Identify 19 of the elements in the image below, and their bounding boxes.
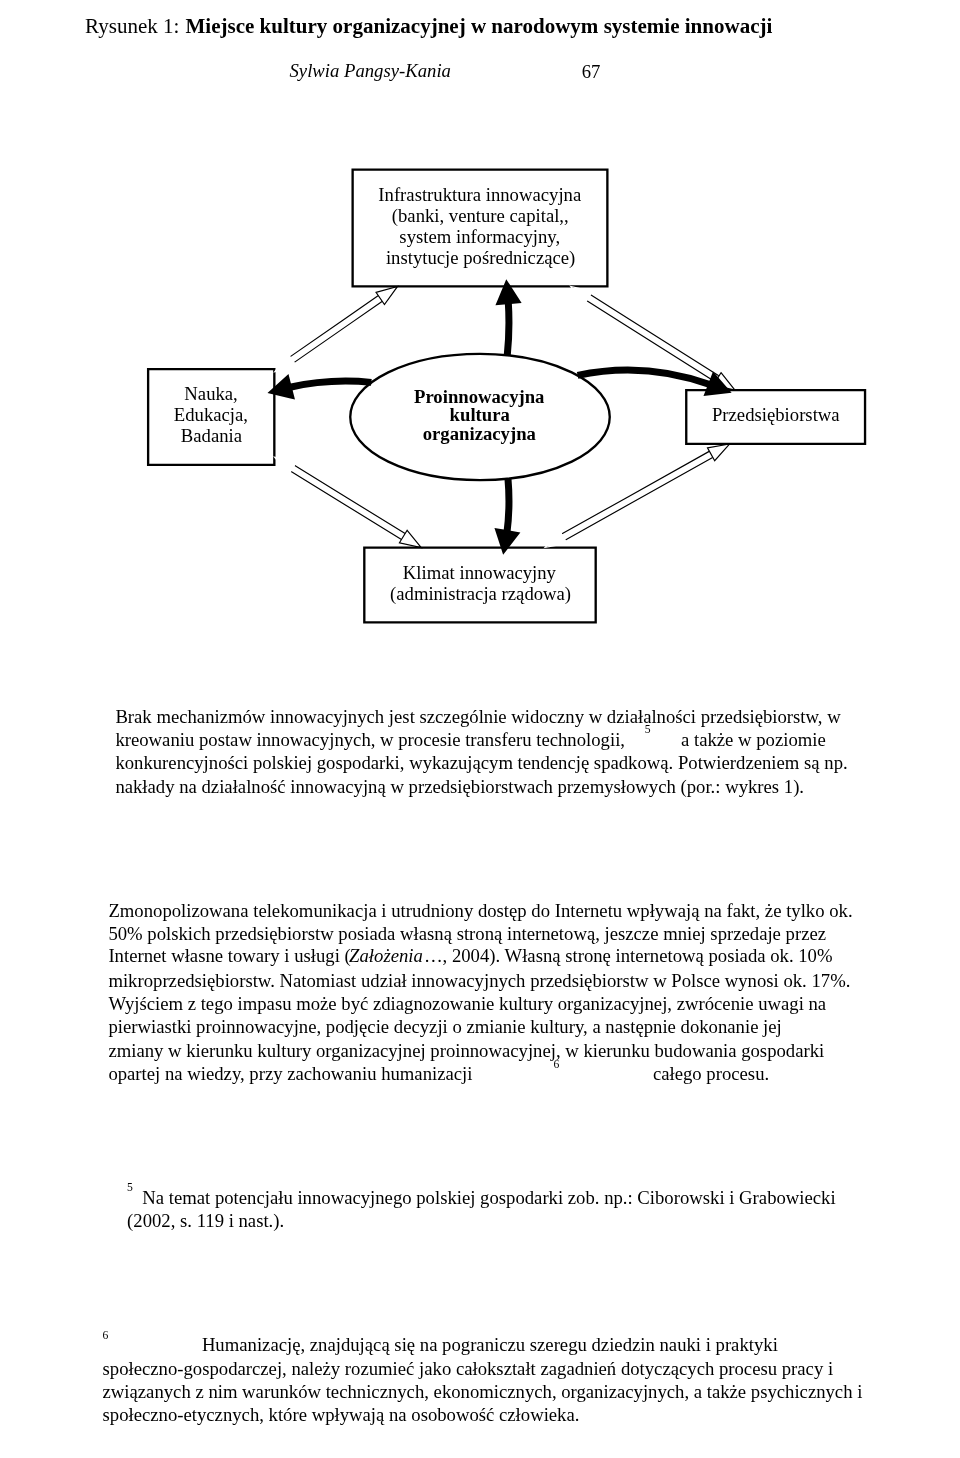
arrow [267, 373, 372, 400]
label: Brak mechanizmów innowacyjnych jest szczególnie widoczny w działalności przedsiębiorstw, w kreowaniu postaw innowacyjnych, w procesie transferu technologii,5 a także w poziomie konkurencyjności polskiej gospodarki, wykazującym tendencję spadkową. Potwierdzeniem są np. nakłady na działalność innowacyjną w przedsiębiorstwach przemysłowych (por.: wykres 1). [115, 705, 848, 797]
node-ellipse: Proinnowacyjna kultura organizacyjna [349, 352, 611, 482]
arrow [273, 285, 399, 373]
arrow [569, 285, 737, 392]
arrow [495, 279, 522, 356]
diagram-title: Rysunek 1: Miejsce kultury organizacyjnej w narodowym systemie innowacji [85, 14, 773, 39]
label: 5 Na temat potencjału innowacyjnego polskiej gospodarki zob. np.: Ciborowski i Grabowiecki (2002, s. 119 i nast.). [127, 1181, 836, 1232]
node-box: Nauka, Edukacja, Badania [146, 367, 276, 467]
label: 6 Humanizację, znajdującą się na pograniczu szeregu dziedzin nauki i praktyki społeczno-gospodarczej, należy rozumieć jako całokształt zagadnień dotyczących procesu pracy i związanych z nim warunków technicznych, ekonomicznych, organizacyjnych, a także psychicznych i społeczno-etycznych, które wpływają na osobowość człowieka. [102, 1328, 863, 1426]
node-box: Klimat innowacyjny (administracja rządowa) [363, 546, 597, 624]
arrow [543, 443, 731, 549]
arrow [273, 456, 423, 549]
label: Sylwia Pangsy-Kania [289, 60, 451, 82]
arrow [494, 478, 521, 555]
label: 67 [581, 61, 601, 83]
node-box: Przedsiębiorstwa [685, 388, 867, 446]
arrow [576, 366, 732, 396]
node-box: Infrastruktura innowacyjna (banki, venture capital,, system informacyjny, instytucje pośredniczące) [351, 168, 609, 288]
